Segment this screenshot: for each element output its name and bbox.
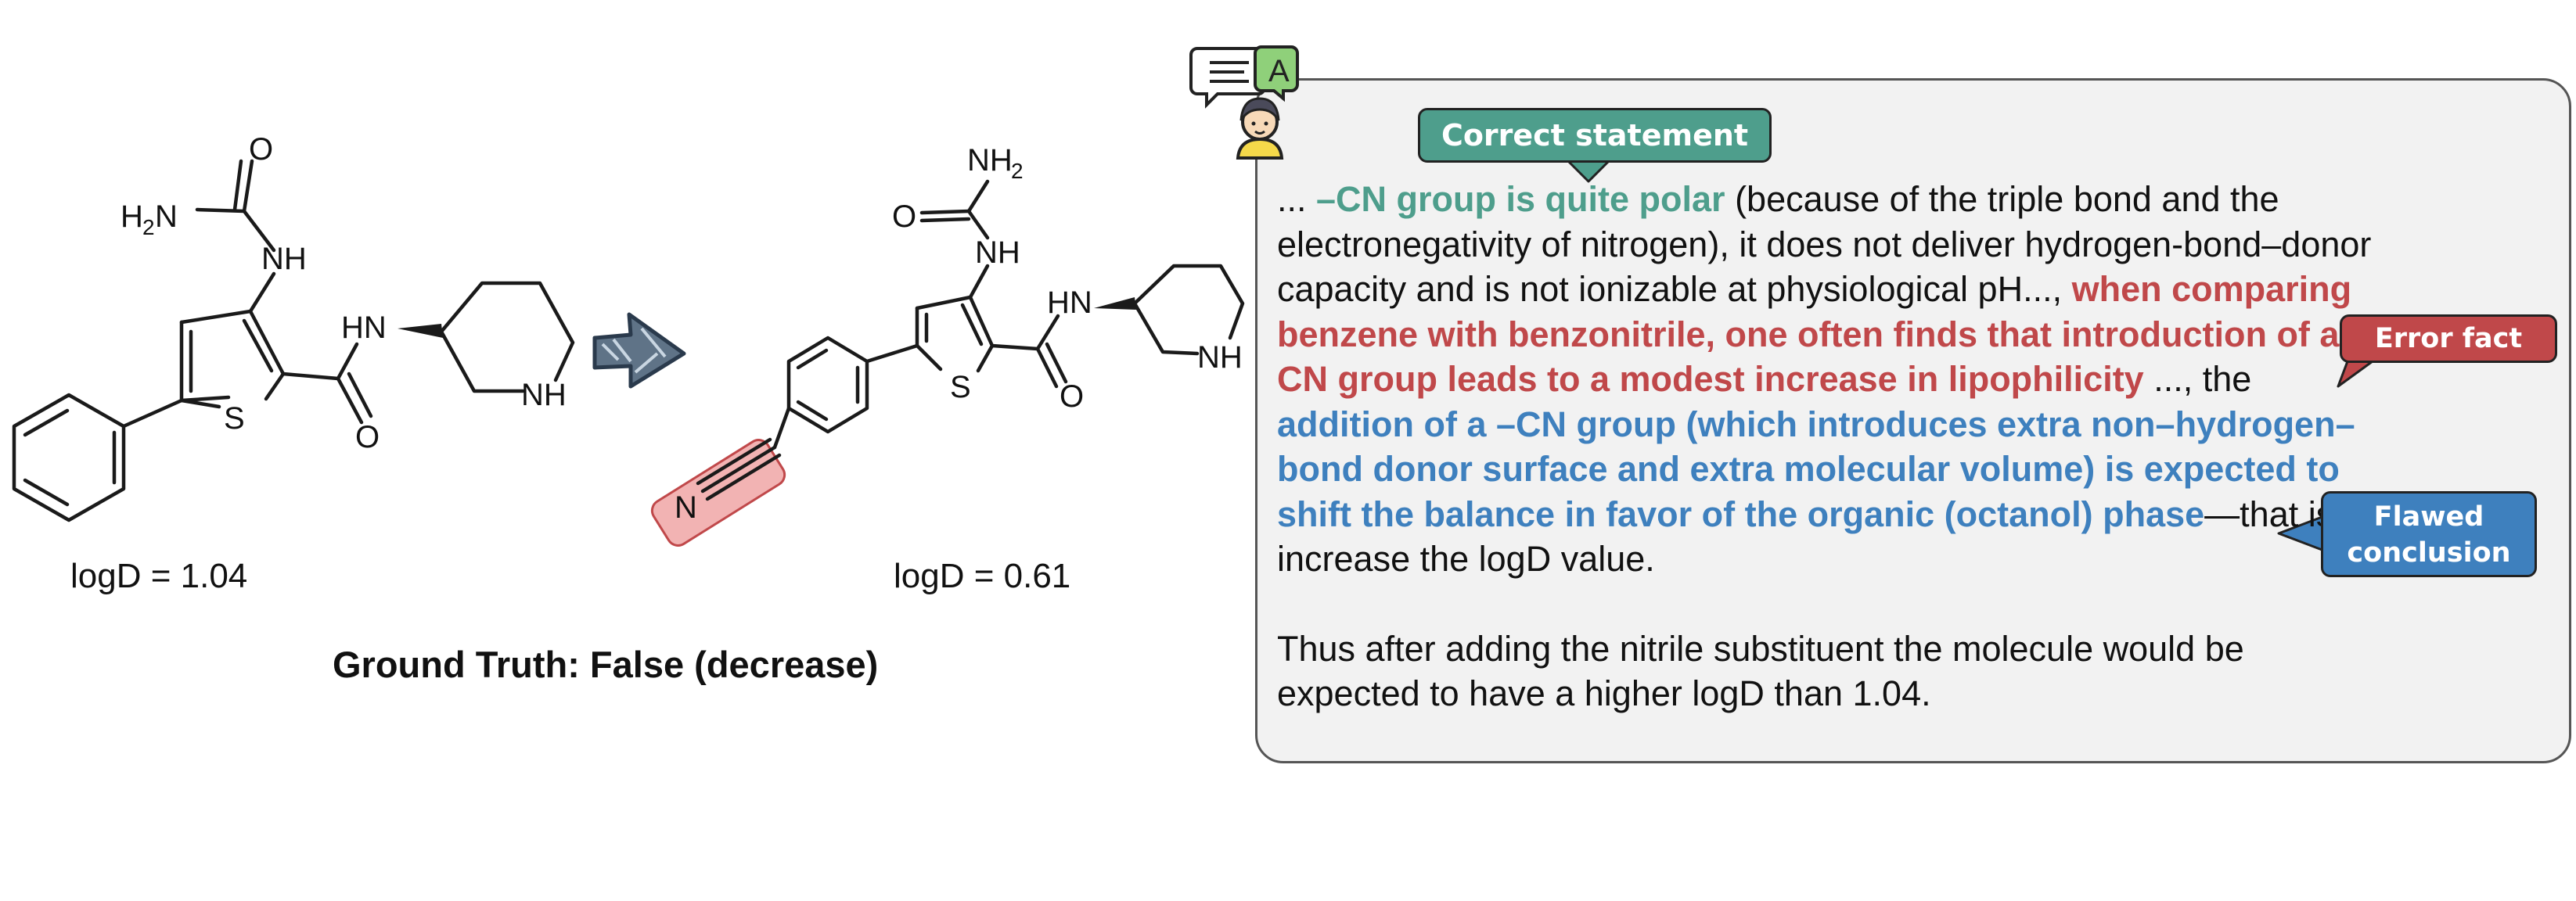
right-atom-nh-ring: NH xyxy=(1197,340,1243,375)
left-atom-h: H xyxy=(121,199,143,234)
right-logd-label: logD = 0.61 xyxy=(894,557,1071,595)
left-atom-o-amide: O xyxy=(355,420,380,454)
answer-segment-plain: (because of the triple bond and the elec… xyxy=(1277,179,2372,309)
answer-segment-plain: ..., the xyxy=(2143,359,2252,399)
right-atom-nh2-sub: 2 xyxy=(1011,159,1024,183)
flawed-conclusion-line1: Flawed xyxy=(2373,501,2484,533)
right-atom-n-nitrile: N xyxy=(675,490,697,525)
right-atom-hn-amide: HN xyxy=(1047,285,1092,320)
answer-segment-plain: —that is, to increase the logD value. xyxy=(1277,494,2383,580)
left-wedge-bond xyxy=(398,324,443,338)
molecule-diagrams: O H 2 N NH HN S O NH xyxy=(12,132,1245,547)
right-atom-o-amide: O xyxy=(1060,379,1084,414)
flawed-conclusion-tag: Flawed conclusion xyxy=(2321,491,2537,577)
right-piperidine-ring xyxy=(1132,264,1245,356)
left-phenyl-ring xyxy=(12,393,126,522)
answer-segment-red: when comparing benzene with benzonitrile… xyxy=(1277,269,2369,399)
answer-paragraph-reasoning: ... –CN group is quite polar (because of… xyxy=(1277,177,2388,582)
model-avatar-icon: A xyxy=(1189,45,1299,160)
answer-segment-green: –CN group is quite polar xyxy=(1316,179,1725,219)
right-atom-o-urea: O xyxy=(892,199,916,234)
error-fact-tag: Error fact xyxy=(2340,314,2557,363)
left-piperidine-ring xyxy=(439,281,575,393)
right-benzene-ring xyxy=(786,336,869,434)
right-atom-s: S xyxy=(950,370,971,404)
ground-truth-label: Ground Truth: False (decrease) xyxy=(333,644,879,685)
answer-segment-blue: addition of a –CN group (which introduce… xyxy=(1277,404,2355,534)
left-atom-s: S xyxy=(224,401,245,436)
right-atom-nh-urea: NH xyxy=(975,235,1020,270)
left-atom-hn-amide: HN xyxy=(341,311,387,345)
left-atom-nh-ring: NH xyxy=(521,378,567,412)
left-atom-nh-urea: NH xyxy=(261,242,307,276)
left-atom-h2-sub: 2 xyxy=(142,215,155,239)
right-thiophene-ring xyxy=(915,295,995,373)
left-atom-h2n-n: N xyxy=(155,199,178,234)
answer-segment-plain: ... xyxy=(1277,179,1317,219)
right-wedge-bond xyxy=(1094,297,1136,310)
left-logd-label: logD = 1.04 xyxy=(70,557,248,595)
left-atom-o-top: O xyxy=(249,132,273,167)
model-answer-text: ... –CN group is quite polar (because of… xyxy=(1277,177,2388,716)
transform-arrow-icon xyxy=(592,312,686,389)
flawed-conclusion-line2: conclusion xyxy=(2347,537,2511,569)
right-atom-nh2: NH xyxy=(967,143,1013,178)
correct-statement-tag: Correct statement xyxy=(1418,108,1772,163)
avatar-a-letter: A xyxy=(1268,54,1290,88)
answer-paragraph-conclusion: Thus after adding the nitrile substituen… xyxy=(1277,628,2244,714)
left-thiophene-ring xyxy=(179,309,286,409)
model-answer-panel xyxy=(1255,78,2571,763)
